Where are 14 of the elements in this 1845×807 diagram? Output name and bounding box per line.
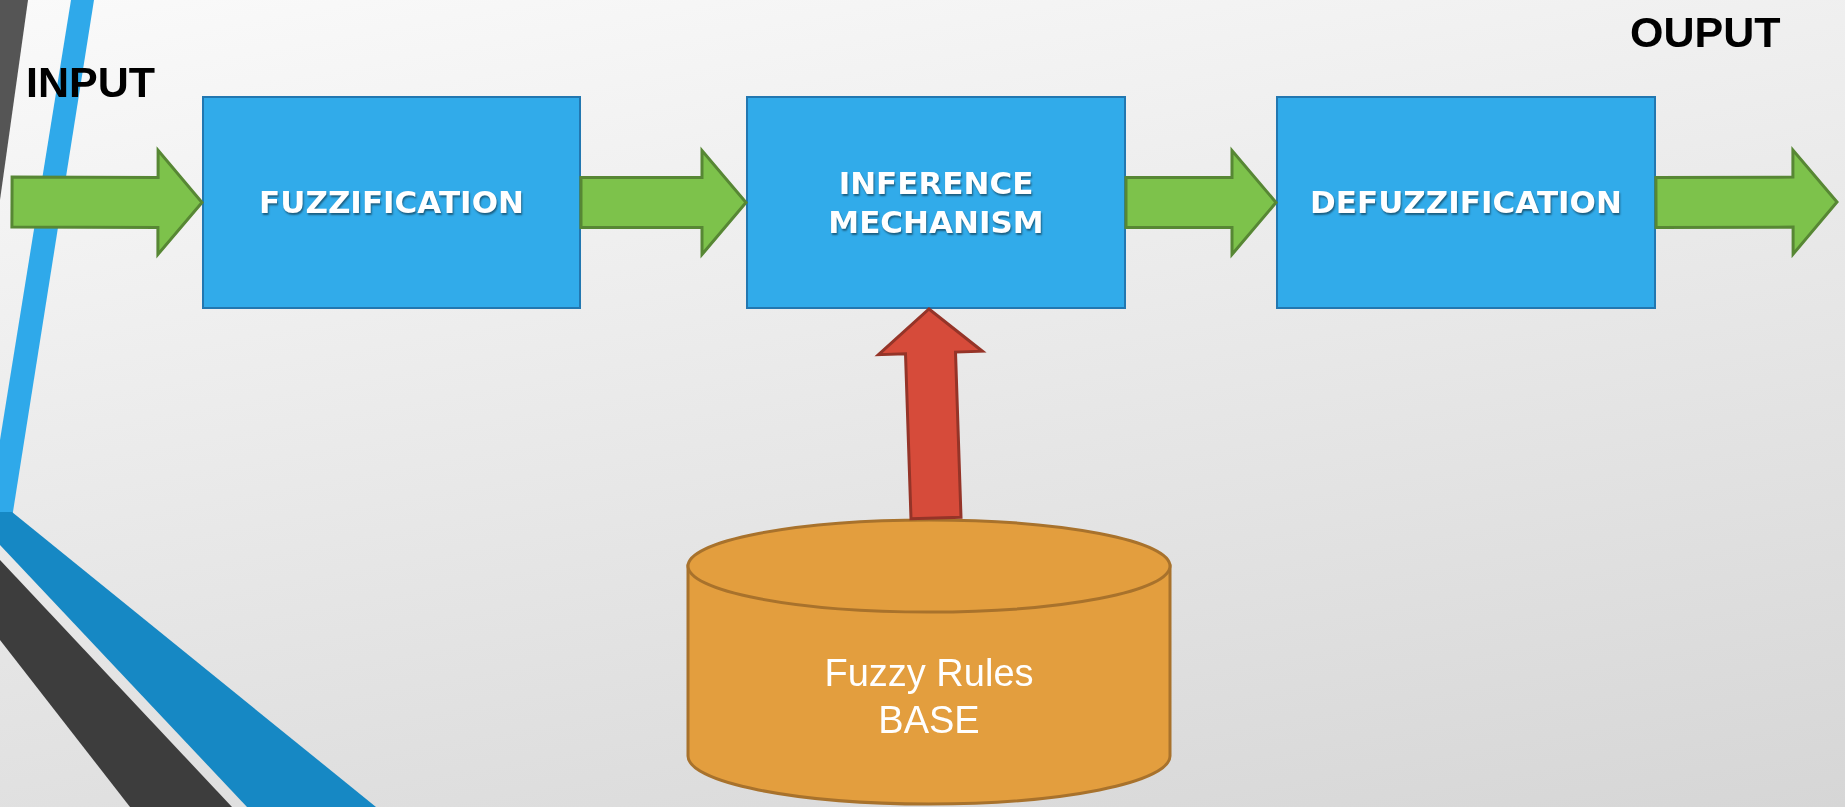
database-cylinder [686,518,1172,806]
process-label: DEFUZZIFICATION [1310,183,1622,222]
process-label: INFERENCE MECHANISM [827,163,1045,242]
block-arrow [10,146,204,259]
block-arrow [1654,146,1839,259]
block-arrow [874,307,987,521]
block-arrow [1124,146,1278,259]
process-box [202,96,581,309]
block-arrow [579,146,748,259]
process-box [1276,96,1656,309]
process-box [746,96,1126,309]
flow-label: OUPUT [1630,8,1781,57]
database-label: Fuzzy Rules BASE [823,650,1035,743]
process-label: FUZZIFICATION [259,183,524,222]
